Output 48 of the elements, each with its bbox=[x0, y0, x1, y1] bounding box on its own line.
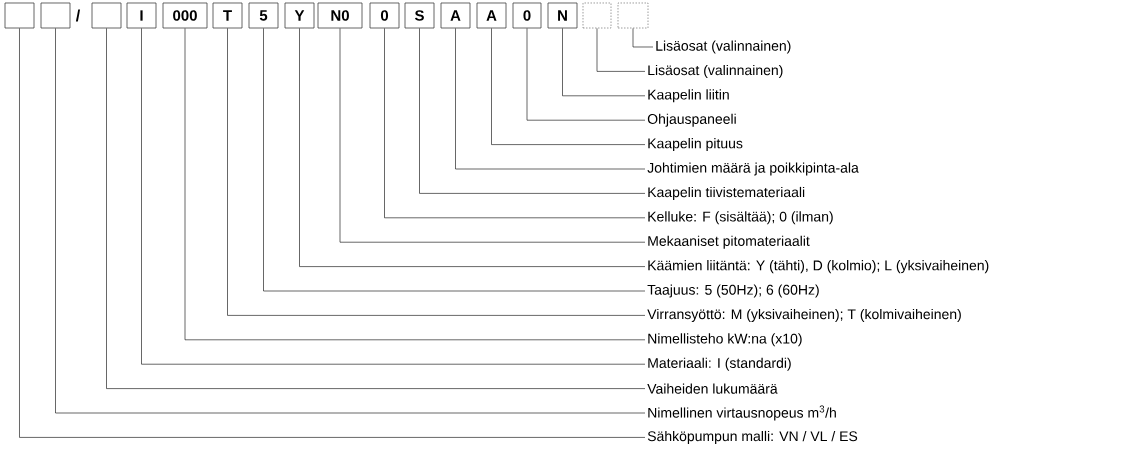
leader-line bbox=[299, 28, 646, 267]
description-text: Kaapelin tiivistemateriaali bbox=[648, 186, 805, 200]
leader-line bbox=[632, 28, 654, 48]
code-box: A bbox=[440, 2, 471, 29]
description-text: Materiaali: I (standardi) bbox=[648, 357, 791, 371]
code-box: A bbox=[476, 2, 507, 29]
code-box: Y bbox=[284, 2, 315, 29]
empty-box bbox=[91, 2, 122, 29]
description-text: Nimellisteho kW:na (x10) bbox=[648, 333, 802, 347]
leader-line bbox=[596, 28, 646, 72]
code-box: S bbox=[404, 2, 435, 29]
leader-line bbox=[491, 28, 646, 145]
code-box: 0 bbox=[512, 2, 542, 29]
empty-box bbox=[617, 2, 649, 29]
description-text: Mekaaniset pitomateriaalit bbox=[648, 235, 810, 249]
leader-line bbox=[227, 28, 646, 316]
empty-box bbox=[582, 2, 612, 29]
description-text: Taajuus: 5 (50Hz); 6 (60Hz) bbox=[647, 284, 819, 298]
description-text: Virransyöttö: M (yksivaiheinen); T (kolmivaiheinen) bbox=[647, 308, 961, 322]
description-text: Sähköpumpun malli: VN / VL / ES bbox=[647, 430, 858, 444]
description-text: Käämien liitäntä: Y (tähti), D (kolmio); L (yksivaiheinen) bbox=[648, 260, 989, 274]
description-text: Nimellinen virtausnopeus m$^{3}$/h bbox=[648, 405, 836, 421]
description-text: Kaapelin liitin bbox=[648, 89, 729, 103]
description-text: Johtimien määrä ja poikkipinta-ala bbox=[647, 162, 859, 176]
description-text: Kelluke: F (sisältää); 0 (ilman) bbox=[648, 211, 833, 225]
description-text: Vaiheiden lukumäärä bbox=[647, 383, 778, 394]
leader-line bbox=[339, 28, 646, 243]
leader-line bbox=[455, 28, 646, 170]
code-box: 0 bbox=[369, 2, 400, 29]
code-box: 000 bbox=[162, 2, 208, 29]
code-box: T bbox=[212, 2, 243, 29]
leader-line bbox=[184, 28, 646, 341]
code-box: N bbox=[547, 2, 578, 29]
description-text: Kaapelin pituus bbox=[648, 138, 743, 152]
leader-line bbox=[526, 28, 646, 121]
separator-slash: / bbox=[75, 9, 81, 22]
leader-line bbox=[263, 28, 646, 292]
leader-line bbox=[562, 28, 646, 97]
code-box: N0 bbox=[317, 2, 363, 29]
code-box: 5 bbox=[248, 2, 279, 29]
leader-line bbox=[384, 28, 646, 219]
description-text: Lisäosat (valinnainen) bbox=[656, 40, 791, 54]
description-text: Lisäosat (valinnainen) bbox=[648, 64, 783, 78]
empty-box bbox=[4, 2, 35, 29]
empty-box bbox=[40, 2, 71, 29]
leader-line bbox=[419, 28, 646, 194]
description-text: Ohjauspaneeli bbox=[647, 113, 736, 127]
code-box: I bbox=[126, 2, 157, 29]
